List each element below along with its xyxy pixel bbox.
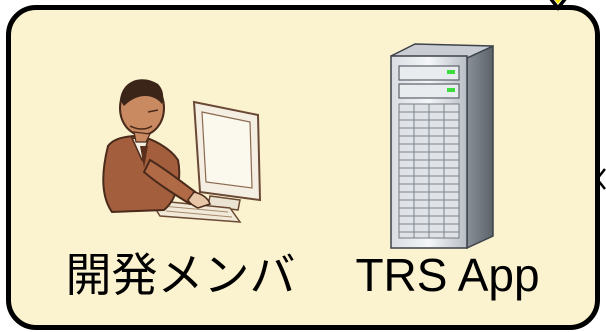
developer-label: 開発メンバ xyxy=(65,248,296,302)
connector-arrow-top-icon xyxy=(549,0,567,11)
app-label: TRS App xyxy=(355,249,540,301)
connector-arrow-right-icon xyxy=(596,168,606,190)
server-tower-icon xyxy=(390,43,494,250)
developer-at-computer-icon xyxy=(102,79,262,223)
